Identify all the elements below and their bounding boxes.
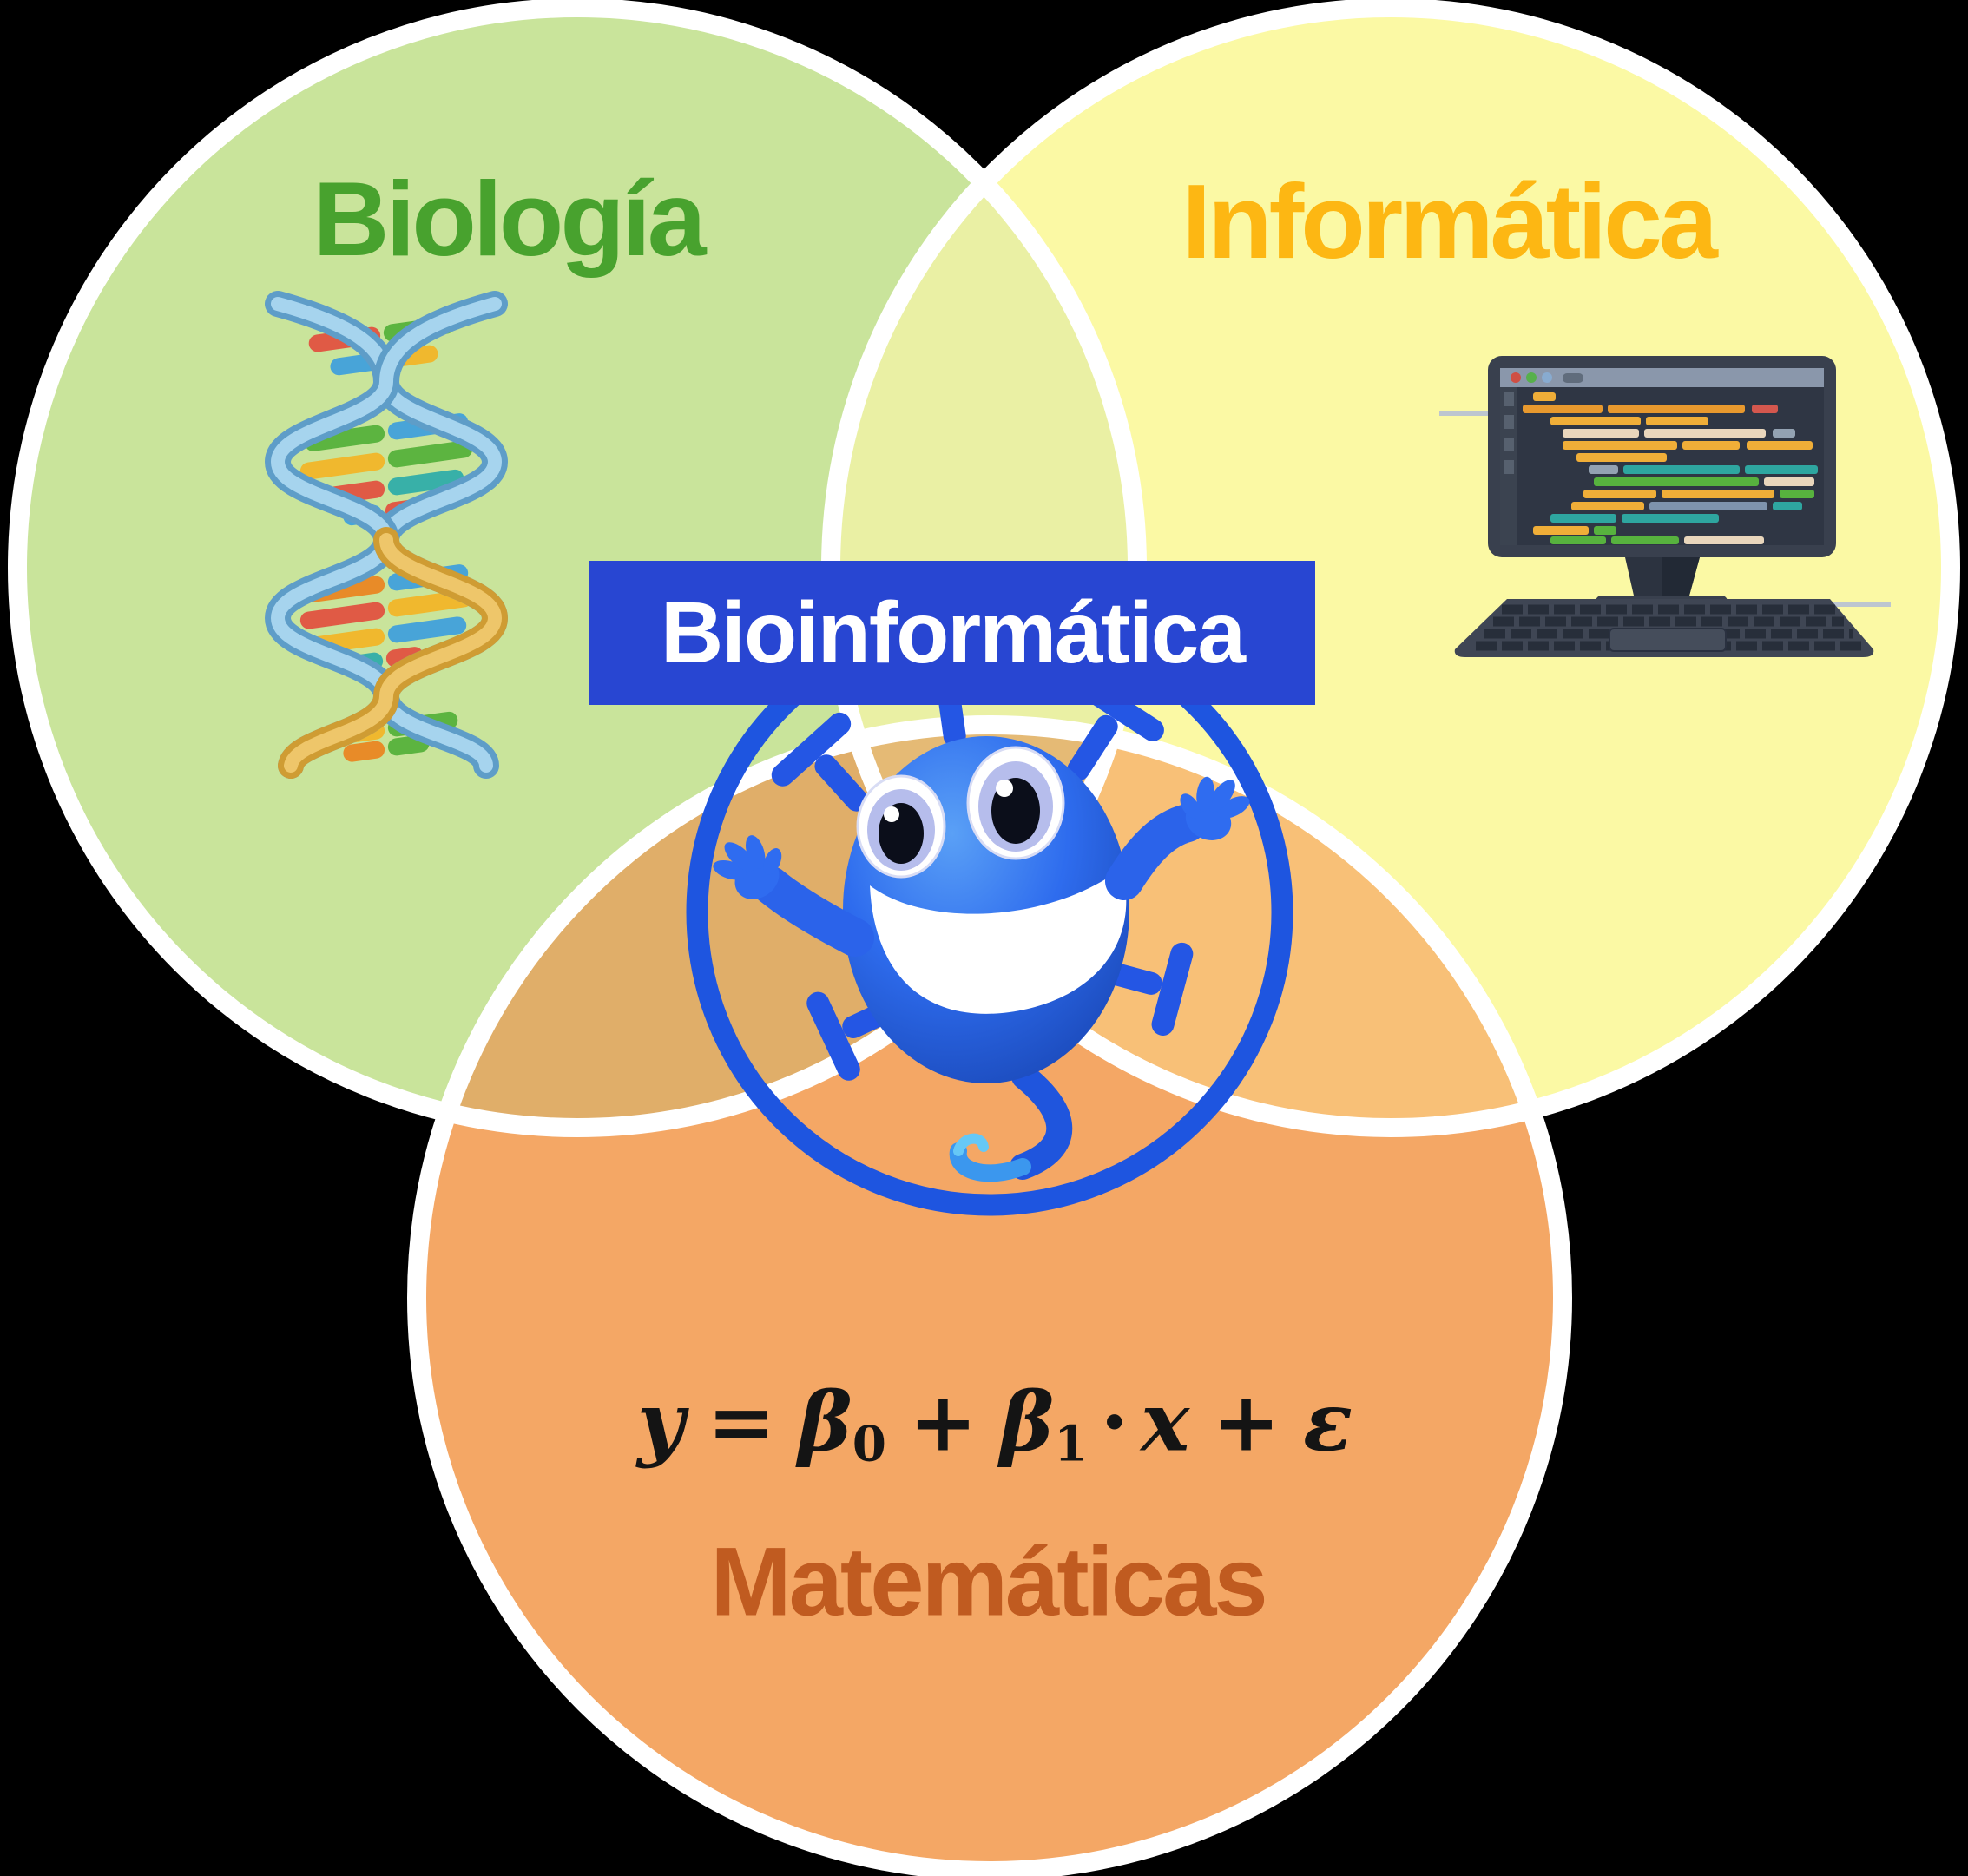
- bioinformatics-box: Bioinformática: [589, 561, 1315, 705]
- laptop-code-icon: [1439, 356, 1891, 657]
- minimize-dot-icon: [1526, 372, 1537, 383]
- mathematics-circle-outline: [407, 715, 1572, 1876]
- speed-line-left: [1439, 411, 1490, 416]
- maximize-dot-icon: [1542, 372, 1552, 383]
- regression-formula: y=β0+β1·x+ε: [636, 1374, 1353, 1473]
- formula-beta0: β: [798, 1374, 852, 1471]
- dna-helix-icon: [264, 291, 509, 779]
- formula-plus: +: [908, 1374, 977, 1471]
- formula-equals: =: [707, 1374, 776, 1471]
- mathematics-label: Matemáticas: [710, 1527, 1267, 1636]
- mascot-eyes: [856, 746, 1065, 879]
- formula-beta1: β: [999, 1374, 1055, 1471]
- formula-plus2: +: [1212, 1374, 1280, 1471]
- window-titlebar: [1500, 368, 1824, 387]
- close-dot-icon: [1511, 372, 1521, 383]
- informatics-label: Informática: [1181, 162, 1718, 280]
- trackpad: [1609, 628, 1727, 652]
- formula-dot: ·: [1100, 1374, 1129, 1471]
- formula-epsilon: ε: [1302, 1374, 1353, 1471]
- code-lines: [1523, 392, 1818, 544]
- biology-label: Biología: [313, 160, 706, 278]
- speed-line-right: [1833, 602, 1891, 607]
- formula-y: y: [636, 1374, 685, 1471]
- bioinformatics-label: Bioinformática: [660, 583, 1246, 681]
- formula-x: x: [1141, 1374, 1190, 1471]
